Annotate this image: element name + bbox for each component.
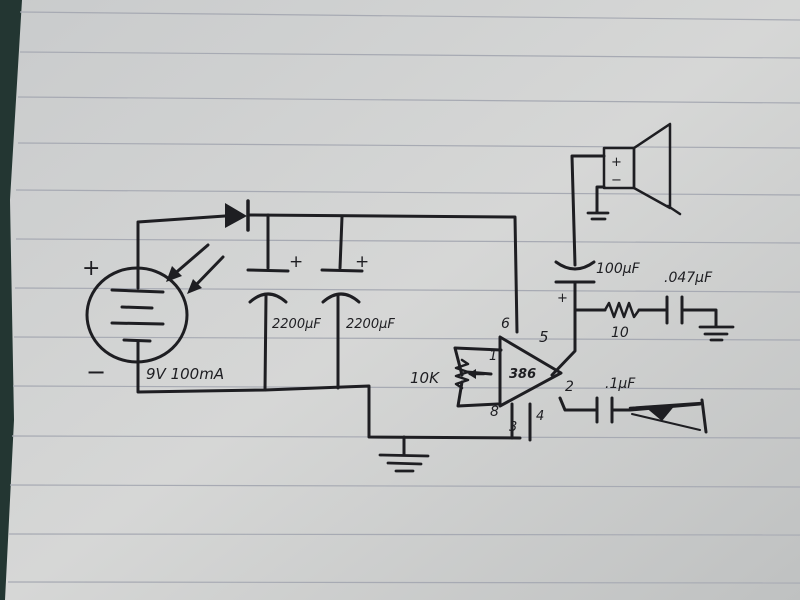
pin-3: 3 — [509, 420, 517, 435]
pin-2: 2 — [565, 379, 574, 395]
capacitor-output — [554, 260, 596, 284]
output-cap-polarity: + — [557, 291, 568, 306]
resistor-zobel — [603, 301, 641, 319]
battery-plus: + — [82, 256, 100, 281]
amp-ic-label: 386 — [509, 367, 536, 382]
pot-value: 10K — [410, 369, 440, 387]
wires — [136, 154, 718, 456]
capacitor-c2 — [320, 268, 364, 304]
ground-symbols — [378, 211, 735, 473]
input-jack — [628, 398, 708, 434]
c2-polarity: + — [355, 252, 369, 272]
ruled-lines — [7, 11, 800, 584]
zobel-cap-value: .047μF — [664, 270, 713, 286]
battery-rating: 9V 100mA — [146, 365, 224, 383]
ground-speaker — [586, 211, 610, 221]
pin-5: 5 — [539, 328, 549, 346]
input-cap-value: .1μF — [605, 376, 636, 392]
pin-8: 8 — [490, 404, 499, 420]
ground-zobel — [698, 325, 735, 342]
light-arrows — [166, 243, 225, 294]
solar-cell-battery — [85, 266, 189, 364]
ground-main — [378, 453, 430, 473]
notebook-page — [5, 0, 800, 600]
c1-polarity: + — [289, 252, 303, 272]
speaker-minus: − — [611, 173, 622, 188]
pin-4: 4 — [536, 409, 544, 424]
capacitor-zobel — [665, 295, 684, 325]
capacitor-c1 — [246, 268, 290, 304]
c2-value: 2200μF — [346, 317, 395, 332]
output-cap-value: 100μF — [596, 261, 641, 277]
speaker-plus: + — [611, 155, 622, 170]
capacitor-input — [595, 396, 614, 424]
amp-ic-triangle — [498, 335, 563, 408]
zobel-resistor-value: 10 — [611, 325, 629, 341]
c1-value: 2200μF — [272, 317, 321, 332]
potentiometer — [454, 358, 486, 390]
diode — [225, 199, 250, 232]
pin-6: 6 — [501, 316, 510, 332]
speaker — [602, 122, 682, 216]
battery-minus: − — [86, 358, 106, 386]
pin-1: 1 — [489, 349, 497, 364]
